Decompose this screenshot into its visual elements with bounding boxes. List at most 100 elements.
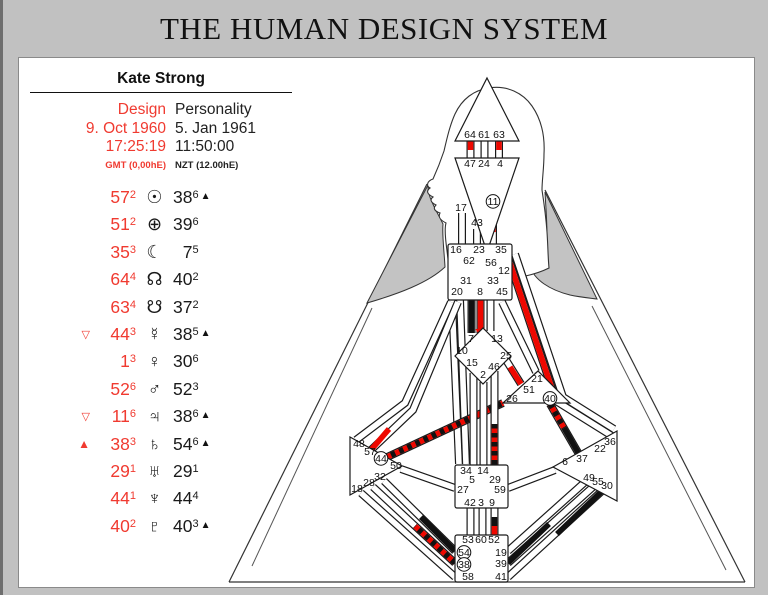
neptune-icon: ♆ xyxy=(147,488,162,509)
person-name: Kate Strong xyxy=(117,70,205,87)
personality-marker: ▲ xyxy=(200,191,211,202)
gate-label-10: 10 xyxy=(456,345,468,357)
gate-label-49: 49 xyxy=(583,472,595,484)
planet-row: 644 ☊ 402 xyxy=(30,269,292,296)
planet-row: 526♂523 xyxy=(30,379,292,406)
gate-label-39: 39 xyxy=(495,558,507,570)
personality-gate-line: 386 xyxy=(173,187,199,207)
personality-gate-line: 291 xyxy=(173,460,199,481)
personality-time: 11:50:00 xyxy=(175,138,235,155)
north-node-icon: ☊ xyxy=(146,269,163,290)
planet-row: 402 ♇ 403▲ xyxy=(30,516,292,543)
planet-row: 353☾ 75 xyxy=(30,242,292,269)
gate-label-9: 9 xyxy=(489,497,495,509)
gate-label-12: 12 xyxy=(498,265,510,277)
personality-gate-line: 403 xyxy=(173,515,199,536)
gate-label-23: 23 xyxy=(473,244,485,256)
channels xyxy=(353,141,617,580)
outer-triangle xyxy=(228,183,746,583)
design-zone: GMT (0,00hE) xyxy=(105,159,166,171)
planet-row: 572☉386▲ xyxy=(30,187,292,214)
column-labels: Design Personality xyxy=(30,101,292,120)
saturn-icon: ♄ xyxy=(147,433,162,454)
gate-label-31: 31 xyxy=(460,275,472,287)
gate-label-28: 28 xyxy=(363,477,375,489)
gate-label-33: 33 xyxy=(487,275,499,287)
design-gate-line: 402 xyxy=(110,515,136,536)
gate-label-11: 11 xyxy=(488,196,499,208)
personality-gate-line: 402 xyxy=(173,269,199,290)
gate-label-41: 41 xyxy=(495,571,507,583)
gate-label-56: 56 xyxy=(485,257,497,269)
design-gate-line: 443 xyxy=(110,323,136,344)
gate-label-58: 58 xyxy=(462,571,474,583)
uranus-icon: ♅ xyxy=(147,460,162,481)
left-shoulder-shade xyxy=(366,184,446,304)
gate-label-51: 51 xyxy=(523,384,535,396)
design-gate-line: 13 xyxy=(120,351,136,372)
gate-label-61: 61 xyxy=(478,129,490,141)
gate-label-47: 47 xyxy=(464,158,476,170)
earth-icon: ⊕ xyxy=(146,214,163,235)
personality-marker: ▲ xyxy=(200,410,211,422)
planet-row: 441♆444 xyxy=(30,488,292,515)
pluto-icon: ♇ xyxy=(147,515,162,536)
gate-label-22: 22 xyxy=(594,443,606,455)
sacral-center xyxy=(454,464,509,509)
gate-label-37: 37 xyxy=(576,453,588,465)
design-gate-line: 383 xyxy=(110,433,136,454)
planet-row: ▽443☿385▲ xyxy=(30,324,292,351)
design-gate-line: 291 xyxy=(110,460,136,481)
gate-circle-38 xyxy=(456,557,472,572)
design-marker: ▽ xyxy=(81,328,90,341)
gate-label-7: 7 xyxy=(468,333,474,345)
design-gate-line: 512 xyxy=(110,214,136,235)
throat-center xyxy=(447,243,513,301)
design-gate-line: 644 xyxy=(110,269,136,290)
gate-label-4: 4 xyxy=(497,158,503,170)
design-gate-line: 634 xyxy=(110,296,136,317)
gate-label-17: 17 xyxy=(455,202,467,214)
gate-label-45: 45 xyxy=(496,286,508,298)
gate-label-35: 35 xyxy=(495,244,507,256)
birth-info: Kate Strong Design Personality 9. Oct 19… xyxy=(30,70,292,543)
gate-label-43: 43 xyxy=(471,217,483,229)
personality-marker: ▲ xyxy=(200,327,211,339)
sun-icon: ☉ xyxy=(146,187,163,207)
gate-label-30: 30 xyxy=(601,480,613,492)
personality-date: 5. Jan 1961 xyxy=(175,119,257,137)
design-marker: ▲ xyxy=(78,436,90,451)
personality-gate-line: 444 xyxy=(173,488,199,509)
gate-label-20: 20 xyxy=(451,286,463,298)
gate-label-44: 44 xyxy=(375,453,387,465)
gate-label-57: 57 xyxy=(364,446,376,458)
planet-row: 291 ♅ 291 xyxy=(30,461,292,488)
gate-label-40: 40 xyxy=(544,393,556,405)
gate-circle-11 xyxy=(485,194,501,209)
gate-label-18: 18 xyxy=(351,483,363,495)
design-marker: ▽ xyxy=(81,411,90,424)
personality-marker: ▲ xyxy=(200,519,211,531)
head-center xyxy=(454,76,520,142)
g-center xyxy=(454,327,512,385)
personality-gate-line: 385 xyxy=(173,323,199,344)
design-gate-line: 526 xyxy=(110,378,136,399)
gate-label-2: 2 xyxy=(480,369,486,381)
design-label: Design xyxy=(117,101,166,118)
mars-icon: ♂ xyxy=(147,378,162,399)
design-time: 17:25:19 xyxy=(105,138,166,155)
personality-gate-line: 75 xyxy=(173,241,199,262)
gate-label-25: 25 xyxy=(500,350,512,362)
personality-gate-line: 386 xyxy=(173,406,199,427)
gate-circle-40 xyxy=(542,391,558,406)
gate-label-16: 16 xyxy=(450,244,462,256)
gate-label-13: 13 xyxy=(491,333,503,345)
gate-label-29: 29 xyxy=(489,474,501,486)
design-date: 9. Oct 1960 xyxy=(85,119,166,137)
personality-label: Personality xyxy=(175,101,252,118)
gate-label-46: 46 xyxy=(488,361,500,373)
gate-label-14: 14 xyxy=(477,465,489,477)
gate-label-15: 15 xyxy=(466,357,478,369)
gate-label-27: 27 xyxy=(457,484,469,496)
south-node-icon: ☋ xyxy=(146,296,163,317)
